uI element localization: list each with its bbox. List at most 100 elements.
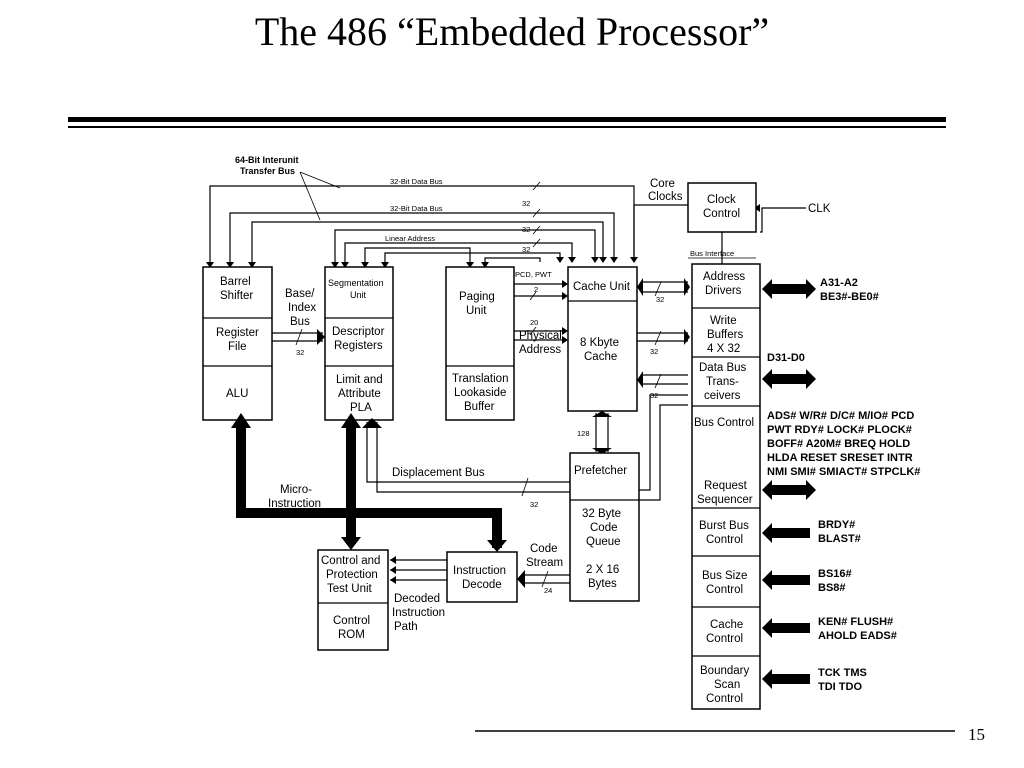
instruction-decode-label-2: Decode bbox=[462, 579, 502, 591]
micro-instruction-label: Micro- bbox=[280, 484, 312, 496]
register-file-label-2: File bbox=[228, 341, 247, 353]
internal-bus-lines bbox=[206, 171, 806, 268]
cache-block bbox=[567, 266, 638, 412]
decoded-path-label: Decoded bbox=[394, 593, 440, 605]
control-unit-block bbox=[317, 549, 389, 651]
control-pins-label-5: NMI SMI# SMIACT# STPCLK# bbox=[767, 466, 920, 478]
barrel-shifter-label: Barrel bbox=[220, 276, 251, 288]
boundary-scan-label-3: Control bbox=[706, 693, 743, 705]
address-pins-label: A31-A2 bbox=[820, 277, 858, 289]
write-buffers-label-3: 4 X 32 bbox=[707, 343, 740, 355]
bus-size-control-label-2: Control bbox=[706, 584, 743, 596]
physical-address-label: Physical bbox=[519, 330, 562, 342]
request-sequencer-label: Request bbox=[704, 480, 748, 492]
bus-size-control-label: Bus Size bbox=[702, 570, 747, 582]
clock-control-label-2: Control bbox=[703, 208, 740, 220]
burst-pins-label-2: BLAST# bbox=[818, 533, 861, 545]
bus-width-label: 24 bbox=[544, 586, 552, 595]
displacement-bus bbox=[362, 418, 570, 497]
bus-width-label: 32 bbox=[522, 199, 530, 208]
cache-pins-label: KEN# FLUSH# bbox=[818, 616, 893, 628]
boundary-scan-label-2: Scan bbox=[714, 679, 740, 691]
scan-pins-label-2: TDI TDO bbox=[818, 681, 862, 693]
clk-pin-label: CLK bbox=[808, 203, 831, 215]
control-rom-label-2: ROM bbox=[338, 629, 365, 641]
pcd-pwt-label: PCD, PWT bbox=[515, 270, 552, 279]
cache-control-label: Cache bbox=[710, 619, 743, 631]
cache-label-2: Cache bbox=[584, 351, 617, 363]
cache-unit-label: Cache Unit bbox=[573, 281, 631, 293]
cache-control-label-2: Control bbox=[706, 633, 743, 645]
bus-interface-label: Bus Interface bbox=[690, 249, 734, 258]
bus-width-label: 32 bbox=[522, 245, 530, 254]
bus-width-label: 32 bbox=[522, 225, 530, 234]
decoded-path-arrows bbox=[390, 556, 447, 584]
request-sequencer-label-2: Sequencer bbox=[697, 494, 753, 506]
micro-instruction-label-2: Instruction bbox=[268, 498, 321, 510]
bus-control-label: Bus Control bbox=[694, 417, 754, 429]
biu-dividers bbox=[692, 307, 760, 657]
bus-width-label: 32 bbox=[530, 500, 538, 509]
title-rule bbox=[68, 117, 946, 128]
bus-width-label: 32 bbox=[650, 347, 658, 356]
alu-label: ALU bbox=[226, 388, 248, 400]
core-clocks-label: Core bbox=[650, 178, 675, 190]
code-stream-label-2: Stream bbox=[526, 557, 563, 569]
bus-width-label: 2 bbox=[534, 285, 538, 294]
control-pins-label-4: HLDA RESET SRESET INTR bbox=[767, 452, 913, 464]
data-bus-label: 32-Bit Data Bus bbox=[390, 177, 443, 186]
base-index-arrow bbox=[272, 328, 325, 346]
paging-cache-arrows bbox=[514, 280, 568, 344]
boundary-scan-label: Boundary bbox=[700, 665, 749, 677]
code-stream-label: Code bbox=[530, 543, 558, 555]
clock-control-block bbox=[687, 182, 757, 233]
burst-bus-control-label: Burst Bus bbox=[699, 520, 749, 532]
bus-width-label: 32 bbox=[656, 295, 664, 304]
queue-size-label: 2 X 16 bbox=[586, 564, 619, 576]
linear-address-label: Linear Address bbox=[385, 234, 435, 243]
code-queue-label-2: Code bbox=[590, 522, 618, 534]
instruction-decode-block bbox=[446, 551, 518, 603]
control-pins-label-3: BOFF# A20M# BREQ HOLD bbox=[767, 438, 910, 450]
bus-width-label: 32 bbox=[650, 391, 658, 400]
address-drivers-label: Address bbox=[703, 271, 745, 283]
prefetcher-label: Prefetcher bbox=[574, 465, 627, 477]
base-index-bus-label-2: Index bbox=[288, 302, 316, 314]
bus-size-pins-label-2: BS8# bbox=[818, 582, 846, 594]
slide-title: The 486 “Embedded Processor” bbox=[254, 9, 770, 54]
code-stream-arrow bbox=[517, 570, 570, 588]
descriptor-registers-label-2: Registers bbox=[334, 340, 383, 352]
control-pins-label: ADS# W/R# D/C# M/IO# PCD bbox=[767, 410, 914, 422]
queue-size-label-2: Bytes bbox=[588, 578, 617, 590]
code-queue-label-3: Queue bbox=[586, 536, 621, 548]
paging-unit-label: Paging bbox=[459, 291, 495, 303]
limit-pla-label: Limit and bbox=[336, 374, 383, 386]
decoded-path-label-2: Instruction bbox=[392, 607, 445, 619]
segmentation-unit-label: Segmentation bbox=[328, 278, 384, 288]
burst-pins-label: BRDY# bbox=[818, 519, 855, 531]
control-unit-label-3: Test Unit bbox=[327, 583, 373, 595]
displacement-bus-label: Displacement Bus bbox=[392, 467, 485, 479]
prefetcher-block bbox=[569, 452, 640, 602]
base-index-bus-label: Base/ bbox=[285, 288, 315, 300]
cache-label: 8 Kbyte bbox=[580, 337, 619, 349]
clock-control-label: Clock bbox=[707, 194, 736, 206]
limit-pla-label-2: Attribute bbox=[338, 388, 381, 400]
tlb-label-2: Lookaside bbox=[454, 387, 506, 399]
interunit-bus-label-2: Transfer Bus bbox=[240, 166, 295, 176]
bus-width-label: 128 bbox=[577, 429, 590, 438]
bus-size-pins-label: BS16# bbox=[818, 568, 852, 580]
bus-interface-unit bbox=[691, 263, 761, 710]
bus-width-label: 20 bbox=[530, 318, 538, 327]
cache-pins-label-2: AHOLD EADS# bbox=[818, 630, 897, 642]
physical-address-label-2: Address bbox=[519, 344, 561, 356]
page-number: 15 bbox=[968, 725, 985, 744]
svg-text:Transfer Bus: Transfer Bus bbox=[240, 166, 295, 176]
control-unit-label-2: Protection bbox=[326, 569, 378, 581]
pin-arrows bbox=[762, 279, 816, 689]
transceivers-label: Data Bus bbox=[699, 362, 747, 374]
barrel-shifter-alu-block bbox=[202, 266, 273, 421]
segmentation-block bbox=[324, 266, 394, 421]
core-clocks-label-2: Clocks bbox=[648, 191, 683, 203]
